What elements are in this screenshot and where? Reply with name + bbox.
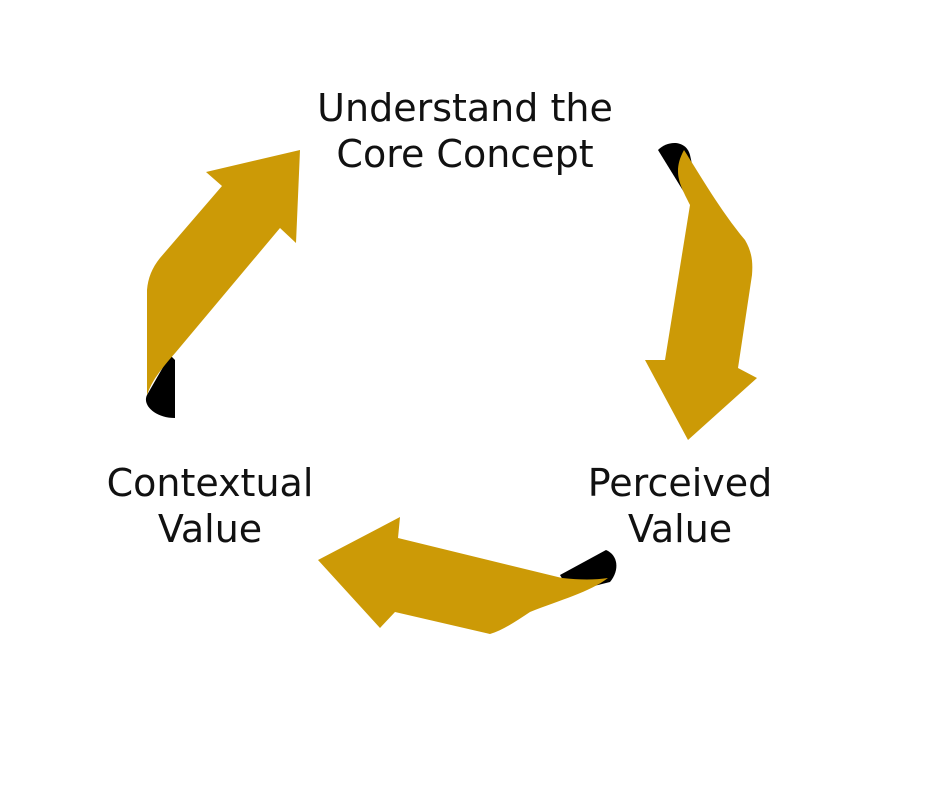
node-contextual-value: Contextual Value [80,460,340,552]
node-core-concept: Understand the Core Concept [290,85,640,177]
arrow-core-to-perceived [645,143,757,440]
arrow-perceived-to-contextual-body [318,517,608,634]
arrow-perceived-to-contextual [318,517,617,634]
node-contextual-value-line1: Contextual [106,461,314,505]
arrow-contextual-to-core-body [147,150,300,395]
node-core-concept-line1: Understand the [317,86,613,130]
arrow-contextual-to-core [145,150,300,418]
arrow-core-to-perceived-body [645,150,757,440]
node-core-concept-line2: Core Concept [336,132,594,176]
arrow-contextual-to-core-curl [145,355,175,418]
node-perceived-value: Perceived Value [560,460,800,552]
node-perceived-value-line1: Perceived [587,461,773,505]
node-contextual-value-line2: Value [157,507,263,551]
node-perceived-value-line2: Value [627,507,733,551]
